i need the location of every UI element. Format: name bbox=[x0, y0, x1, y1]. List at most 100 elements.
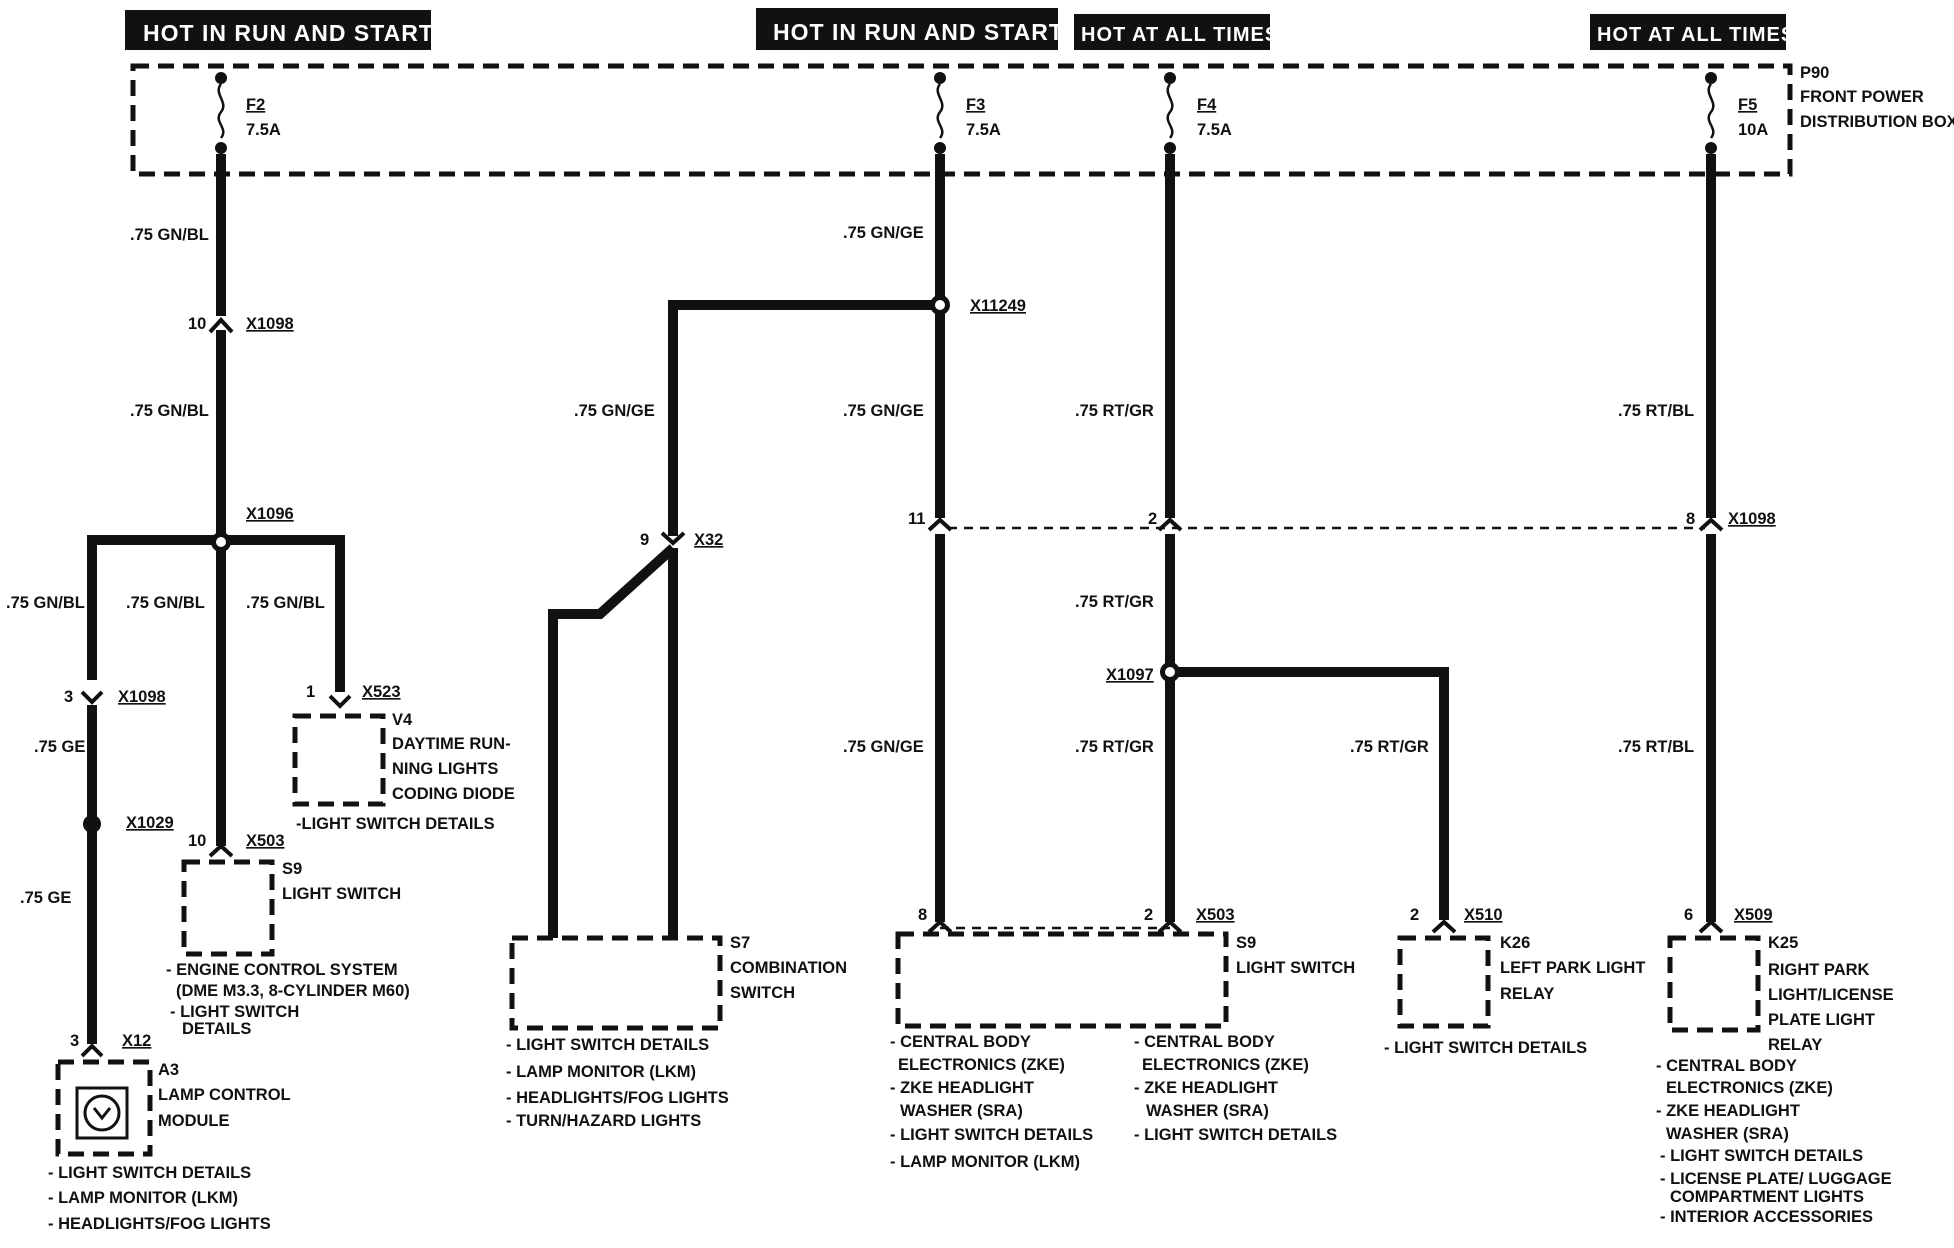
fuse-f4: F4 7.5A bbox=[1164, 72, 1232, 154]
fuse-f5: F5 10A bbox=[1705, 72, 1768, 154]
note-line: - ZKE HEADLIGHT bbox=[890, 1079, 1034, 1097]
s9-left-note3: - LIGHT SWITCH bbox=[170, 1003, 299, 1021]
s9-left-note4: DETAILS bbox=[182, 1020, 251, 1038]
k26-component-box bbox=[1397, 935, 1491, 1029]
wire-label: .75 GN/BL bbox=[126, 594, 205, 612]
wire-label: .75 GE bbox=[34, 738, 85, 756]
fuse-name: F5 bbox=[1738, 96, 1757, 114]
circuit-f4 bbox=[1157, 154, 1457, 934]
note-line: WASHER (SRA) bbox=[900, 1102, 1023, 1120]
s9-right-name: LIGHT SWITCH bbox=[1236, 959, 1355, 977]
s7-note1: - LIGHT SWITCH DETAILS bbox=[506, 1036, 709, 1054]
wire-label: .75 GN/BL bbox=[6, 594, 85, 612]
header-label: HOT IN RUN AND START bbox=[143, 20, 434, 46]
header-label: HOT IN RUN AND START bbox=[773, 19, 1064, 45]
wire-label: .75 GN/GE bbox=[843, 224, 924, 242]
note-line: ELECTRONICS (ZKE) bbox=[1142, 1056, 1309, 1074]
connector-x510: X510 bbox=[1464, 906, 1503, 924]
s9-left-note2: (DME M3.3, 8-CYLINDER M60) bbox=[176, 982, 410, 1000]
header-hot-in-run-start-2: HOT IN RUN AND START bbox=[756, 8, 1064, 50]
s9-right-ref: S9 bbox=[1236, 934, 1256, 952]
a3-note1: - LIGHT SWITCH DETAILS bbox=[48, 1164, 251, 1182]
s7-ref: S7 bbox=[730, 934, 750, 952]
pin-number: 9 bbox=[640, 531, 649, 549]
wire-label: .75 GN/GE bbox=[843, 738, 924, 756]
fuse-name: F3 bbox=[966, 96, 985, 114]
v4-line3: CODING DIODE bbox=[392, 785, 515, 803]
note-line: WASHER (SRA) bbox=[1666, 1125, 1789, 1143]
connector-x523: X523 bbox=[362, 683, 401, 701]
note-line: - INTERIOR ACCESSORIES bbox=[1660, 1208, 1873, 1226]
v4-ref: V4 bbox=[392, 711, 413, 729]
pin-number: 3 bbox=[70, 1032, 79, 1050]
connector-x503-left: X503 bbox=[246, 832, 285, 850]
header-hot-at-all-times-1: HOT AT ALL TIMES bbox=[1074, 14, 1278, 50]
a3-note2: - LAMP MONITOR (LKM) bbox=[48, 1189, 238, 1207]
note-line: WASHER (SRA) bbox=[1146, 1102, 1269, 1120]
connector-x32: X32 bbox=[694, 531, 723, 549]
wire-label: .75 GE bbox=[20, 889, 71, 907]
pin-number: 2 bbox=[1148, 510, 1157, 528]
k25-ref: K25 bbox=[1768, 934, 1798, 952]
k25-line3: PLATE LIGHT bbox=[1768, 1011, 1875, 1029]
a3-line1: LAMP CONTROL bbox=[158, 1086, 291, 1104]
pin-number: 3 bbox=[64, 688, 73, 706]
k26-line1: LEFT PARK LIGHT bbox=[1500, 959, 1645, 977]
s9-left-ref: S9 bbox=[282, 860, 302, 878]
note-line: - CENTRAL BODY bbox=[1134, 1033, 1275, 1051]
header-label: HOT AT ALL TIMES bbox=[1597, 24, 1795, 46]
note-line: COMPARTMENT LIGHTS bbox=[1670, 1188, 1864, 1206]
fuse-rating: 7.5A bbox=[966, 121, 1001, 139]
note-line: - LICENSE PLATE/ LUGGAGE bbox=[1660, 1170, 1892, 1188]
v4-line1: DAYTIME RUN- bbox=[392, 735, 511, 753]
k25-line2: LIGHT/LICENSE bbox=[1768, 986, 1894, 1004]
a3-ref: A3 bbox=[158, 1061, 179, 1079]
s7-component-box bbox=[509, 935, 723, 1031]
fuse-name: F4 bbox=[1197, 96, 1217, 114]
v4-component-box bbox=[292, 713, 386, 807]
s9-left-name: LIGHT SWITCH bbox=[282, 885, 401, 903]
s7-note2: - LAMP MONITOR (LKM) bbox=[506, 1063, 696, 1081]
s9-left-component-box bbox=[181, 859, 275, 957]
connector-x1098-left: X1098 bbox=[118, 688, 166, 706]
connector-x12: X12 bbox=[122, 1032, 151, 1050]
p90-name-line1: FRONT POWER bbox=[1800, 88, 1924, 106]
s7-line1: COMBINATION bbox=[730, 959, 847, 977]
header-hot-in-run-start-1: HOT IN RUN AND START bbox=[125, 10, 434, 50]
a3-component-box bbox=[55, 1059, 153, 1157]
note-line: - LAMP MONITOR (LKM) bbox=[890, 1153, 1080, 1171]
fuse-rating: 7.5A bbox=[1197, 121, 1232, 139]
wire-label: .75 GN/BL bbox=[130, 226, 209, 244]
k26-note: - LIGHT SWITCH DETAILS bbox=[1384, 1039, 1587, 1057]
header-hot-at-all-times-2: HOT AT ALL TIMES bbox=[1590, 14, 1795, 50]
lamp-control-module-icon bbox=[75, 1086, 129, 1140]
a3-line2: MODULE bbox=[158, 1112, 230, 1130]
k25-notes: - CENTRAL BODY ELECTRONICS (ZKE) - ZKE H… bbox=[1656, 1057, 1892, 1226]
circuit-f3 bbox=[927, 154, 953, 934]
s7-note3: - HEADLIGHTS/FOG LIGHTS bbox=[506, 1089, 729, 1107]
s7-note4: - TURN/HAZARD LIGHTS bbox=[506, 1112, 701, 1130]
wire-label: .75 GN/BL bbox=[130, 402, 209, 420]
note-line: - CENTRAL BODY bbox=[890, 1033, 1031, 1051]
p90-name-line2: DISTRIBUTION BOX bbox=[1800, 113, 1954, 131]
wire-label: .75 RT/GR bbox=[1075, 593, 1154, 611]
wire-label: .75 RT/BL bbox=[1618, 738, 1694, 756]
note-line: - LIGHT SWITCH DETAILS bbox=[1134, 1126, 1337, 1144]
wire-label: .75 RT/GR bbox=[1075, 738, 1154, 756]
pin-number: 2 bbox=[1410, 906, 1419, 924]
s9-right-component-box bbox=[895, 931, 1229, 1029]
k26-ref: K26 bbox=[1500, 934, 1530, 952]
fuse-f3: F3 7.5A bbox=[934, 72, 1001, 154]
circuit-f2 bbox=[80, 154, 352, 1058]
front-power-distribution-box bbox=[130, 63, 1793, 177]
k26-line2: RELAY bbox=[1500, 985, 1554, 1003]
k25-line1: RIGHT PARK bbox=[1768, 961, 1870, 979]
connector-x509: X509 bbox=[1734, 906, 1773, 924]
pin-number: 10 bbox=[188, 315, 206, 333]
note-line: - LIGHT SWITCH DETAILS bbox=[1660, 1147, 1863, 1165]
note-line: - CENTRAL BODY bbox=[1656, 1057, 1797, 1075]
wire-label: .75 GN/BL bbox=[246, 594, 325, 612]
connector-x1097: X1097 bbox=[1106, 666, 1154, 684]
pin-number: 11 bbox=[908, 510, 925, 528]
